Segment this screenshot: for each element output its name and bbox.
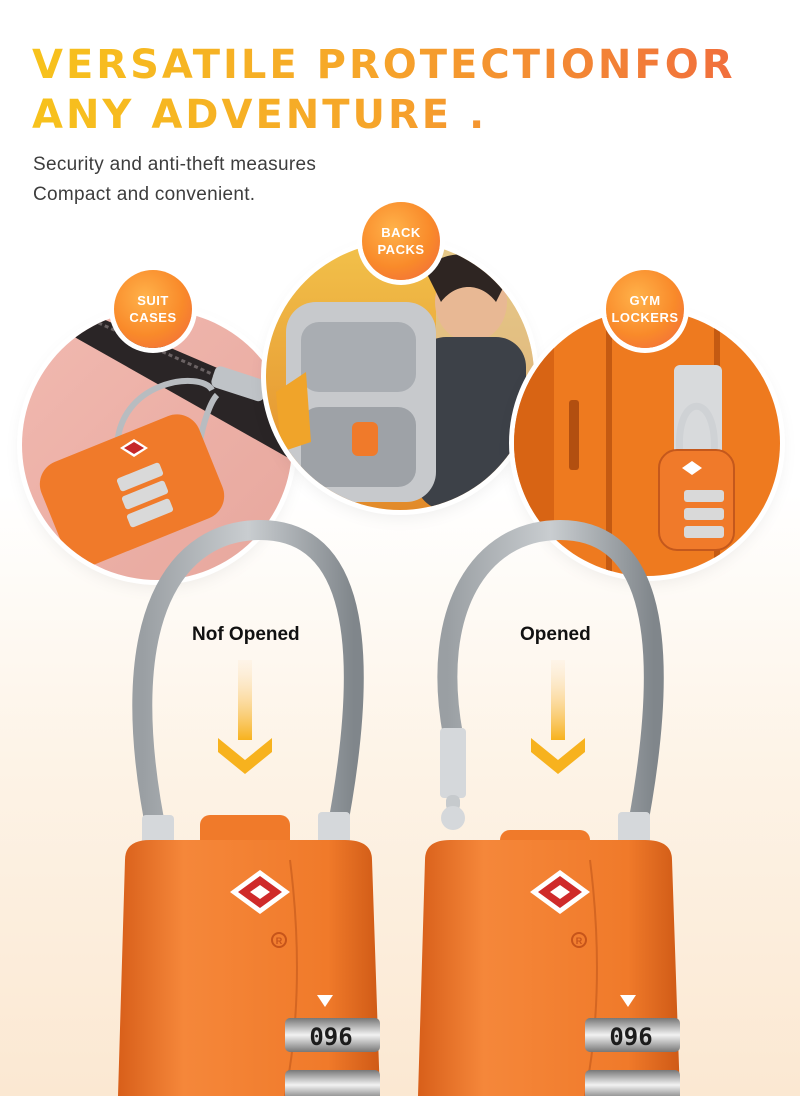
registered-mark-icon: R [271,932,287,948]
closed-lock: R 096 [118,519,380,1096]
subtext-line-2: Compact and convenient. [33,184,256,205]
arrow-shaft [551,660,565,740]
locker-illustration [514,310,780,576]
subtext: Security and anti-theft measures Compact… [33,150,316,210]
badge-suitcases: SUIT CASES [114,270,192,348]
dial-second [285,1070,380,1096]
dial-digits-closed: 096 [309,1023,352,1051]
badge-backpacks-line-2: PACKS [377,242,425,257]
svg-text:R: R [276,936,283,946]
triangle-down-icon [317,995,333,1007]
triangle-down-icon [620,995,636,1007]
headline-line-1: VERSATILE PROTECTIONFOR [32,42,736,88]
subtext-line-1: Security and anti-theft measures [33,154,317,175]
tsa-diamond-icon [530,870,590,914]
lock-comparison: R 096 R 096 [118,519,680,1096]
badge-suitcases-line-2: CASES [129,310,177,325]
svg-text:R: R [576,936,583,946]
badge-suitcases-line-1: SUIT [137,293,169,308]
badge-backpacks-line-1: BACK [381,225,421,240]
backpack-photo [266,242,534,510]
tsa-diamond-icon [230,870,290,914]
badge-gym-lockers-line-1: GYM [629,293,661,308]
dial-top [585,1018,680,1052]
dial-top [285,1018,380,1052]
badge-backpacks: BACK PACKS [362,202,440,280]
registered-mark-icon: R [571,932,587,948]
badge-gym-lockers-line-2: LOCKERS [611,310,679,325]
suitcase-photo [22,310,292,580]
backpack-illustration [266,242,534,510]
label-opened: Opened [520,624,591,645]
headline-line-2: ANY ADVENTURE . [32,92,488,138]
dial-second [585,1070,680,1096]
badge-gym-lockers: GYM LOCKERS [606,270,684,348]
arrow-down-icon [218,738,272,774]
arrow-down-icon [531,738,585,774]
headline: VERSATILE PROTECTIONFOR ANY ADVENTURE . [32,40,792,140]
arrow-shaft [238,660,252,740]
dial-digits-open: 096 [609,1023,652,1051]
label-not-opened: Nof Opened [192,624,300,645]
suitcase-illustration [22,310,292,580]
open-lock: R 096 [418,519,680,1096]
